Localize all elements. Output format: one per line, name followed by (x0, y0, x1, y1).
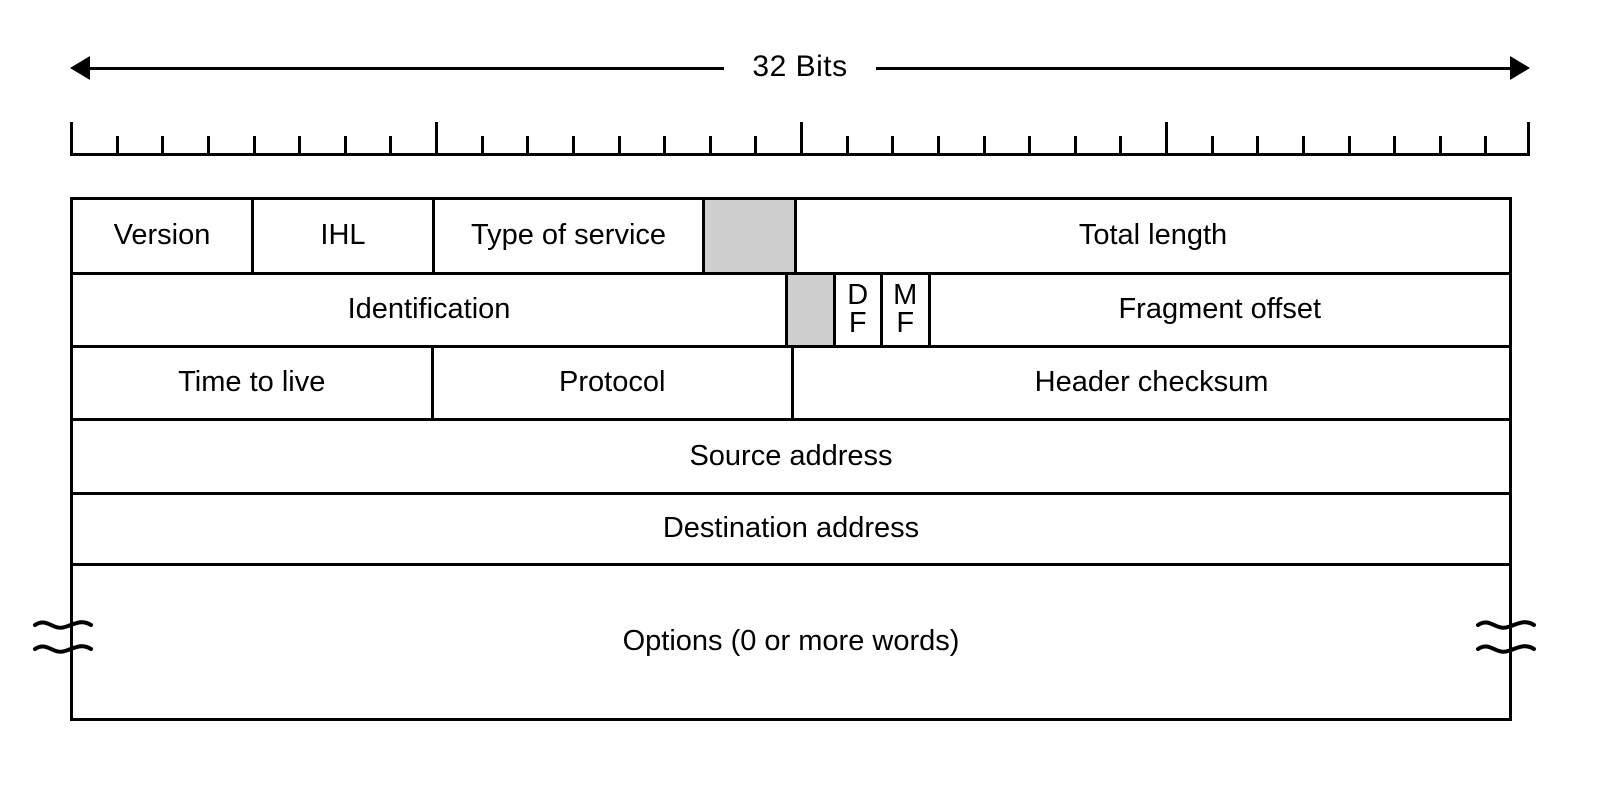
flag-df-letter-top: D (847, 279, 869, 312)
field-label: Destination address (662, 512, 920, 545)
ruler-minor-tick-13 (663, 136, 667, 156)
ruler-minor-tick-1 (115, 136, 119, 156)
arrow-head-left-icon (70, 56, 90, 80)
ruler-minor-tick-12 (617, 136, 621, 156)
field-label: Protocol (559, 366, 666, 399)
arrow-line-right (876, 67, 1516, 70)
packet-row-3: Time to live Protocol Header checksum (70, 345, 1512, 418)
packet-row-1: Version IHL Type of service Total length (70, 197, 1512, 272)
ruler-minor-tick-29 (1393, 136, 1397, 156)
ruler-minor-tick-31 (1484, 136, 1488, 156)
field-label: Options (0 or more words) (622, 625, 960, 658)
ruler-minor-tick-18 (891, 136, 895, 156)
break-symbol-right-icon (1476, 595, 1550, 675)
ruler-minor-tick-26 (1256, 136, 1260, 156)
ruler-minor-tick-15 (754, 136, 758, 156)
width-arrow-label-text: 32 Bits (734, 50, 866, 83)
ruler-minor-tick-23 (1119, 136, 1123, 156)
arrow-head-right-icon (1510, 56, 1530, 80)
ruler-major-tick-32 (1527, 122, 1530, 156)
ruler-minor-tick-4 (252, 136, 256, 156)
ruler-minor-tick-14 (708, 136, 712, 156)
ruler-major-tick-24 (1165, 122, 1168, 156)
field-cell-total-length: Total length (794, 200, 1509, 272)
ruler-minor-tick-3 (206, 136, 210, 156)
field-cell-fragment-offset: Fragment offset (927, 275, 1510, 345)
ruler-minor-tick-22 (1073, 136, 1077, 156)
width-arrow-label: 32 Bits (70, 46, 1530, 88)
ruler-minor-tick-30 (1438, 136, 1442, 156)
ruler-minor-tick-25 (1210, 136, 1214, 156)
flag-df-letter-bottom: F (848, 307, 867, 339)
ruler-minor-tick-2 (161, 136, 165, 156)
arrow-line-left (84, 67, 724, 70)
packet-row-5: Destination address (70, 492, 1512, 563)
packet-row-4: Source address (70, 418, 1512, 492)
bit-ruler (70, 122, 1530, 156)
field-label: Version (113, 219, 211, 252)
ruler-minor-tick-19 (936, 136, 940, 156)
field-cell-version: Version (73, 200, 251, 272)
flag-mf-letter-top: M (893, 279, 918, 312)
field-cell-ihl: IHL (251, 200, 432, 272)
field-cell-spacer (785, 275, 833, 345)
ruler-minor-tick-21 (1028, 136, 1032, 156)
ruler-minor-tick-28 (1347, 136, 1351, 156)
break-symbol-left-icon (33, 595, 107, 675)
packet-row-6: Options (0 or more words) (70, 563, 1512, 721)
ruler-minor-tick-7 (389, 136, 393, 156)
ruler-minor-tick-17 (845, 136, 849, 156)
ruler-minor-tick-10 (526, 136, 530, 156)
ruler-minor-tick-11 (571, 136, 575, 156)
ruler-minor-tick-9 (480, 136, 484, 156)
field-cell-options-0-or-more-words: Options (0 or more words) (73, 566, 1509, 718)
ruler-minor-tick-5 (298, 136, 302, 156)
field-cell-time-to-live: Time to live (73, 348, 431, 418)
field-cell-destination-address: Destination address (73, 495, 1509, 563)
field-label: Identification (347, 293, 511, 326)
flag-mf-letter-bottom: F (896, 307, 915, 339)
width-arrow: 32 Bits (70, 48, 1530, 88)
field-label: Source address (689, 439, 893, 472)
ruler-minor-tick-27 (1301, 136, 1305, 156)
ruler-major-tick-8 (435, 122, 438, 156)
field-label: IHL (320, 219, 366, 252)
field-label: Time to live (178, 366, 326, 399)
ruler-major-tick-0 (70, 122, 73, 156)
field-cell-protocol: Protocol (430, 348, 792, 418)
field-cell-spacer (702, 200, 794, 272)
field-cell-identification: Identification (73, 275, 785, 345)
field-label: Fragment offset (1118, 293, 1322, 326)
ruler-major-tick-16 (800, 122, 803, 156)
ruler-minor-tick-20 (982, 136, 986, 156)
field-cell-source-address: Source address (73, 421, 1509, 492)
field-label: Type of service (470, 219, 667, 252)
ruler-minor-tick-6 (343, 136, 347, 156)
field-cell-type-of-service: Type of service (432, 200, 702, 272)
field-label: Header checksum (1034, 366, 1269, 399)
field-label: Total length (1078, 219, 1228, 252)
field-cell-header-checksum: Header checksum (791, 348, 1509, 418)
